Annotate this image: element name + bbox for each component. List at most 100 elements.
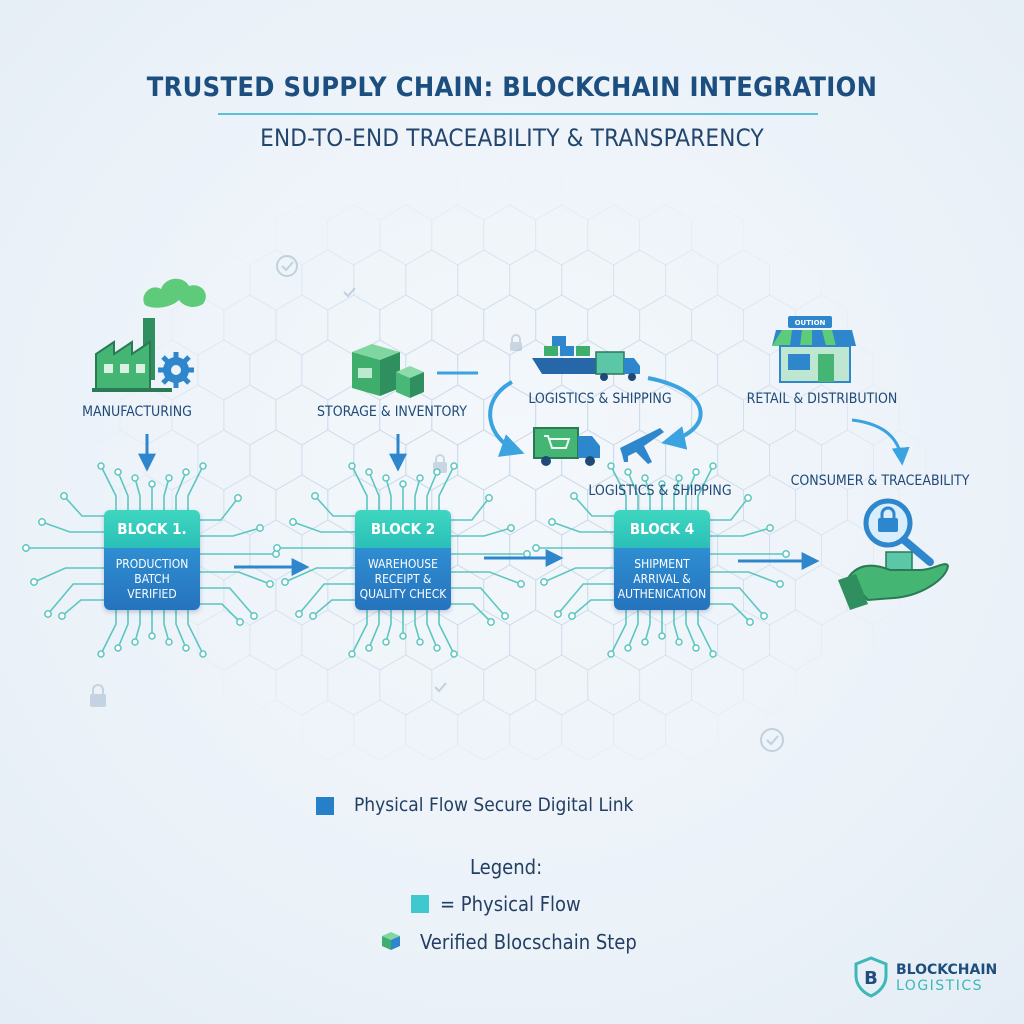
circuit-trace — [543, 567, 614, 583]
hex-cell — [197, 609, 251, 671]
circuit-trace — [385, 477, 392, 510]
circuit-trace — [426, 471, 438, 510]
circuit-trace — [117, 471, 129, 510]
block-title: BLOCK 4 — [614, 510, 710, 548]
circuit-node — [433, 644, 441, 652]
check-icon — [760, 728, 784, 752]
hex-cell — [691, 654, 744, 716]
circuit-node — [416, 638, 424, 646]
hex-cell — [717, 609, 770, 671]
circuit-trace — [163, 477, 170, 510]
circuit-node — [485, 494, 493, 502]
block-description: WAREHOUSE RECEIPT & QUALITY CHECK — [355, 548, 451, 610]
circuit-trace — [351, 465, 368, 510]
circuit-node — [607, 650, 615, 658]
circuit-trace — [175, 471, 187, 510]
block-description: PRODUCTION BATCH VERIFIED — [104, 548, 200, 610]
circuit-node — [692, 644, 700, 652]
circuit-node — [165, 638, 173, 646]
retail-arrow — [851, 418, 910, 466]
hex-cell — [717, 249, 770, 311]
hex-cell — [639, 204, 693, 266]
circuit-trace — [41, 521, 104, 533]
stage-label-retail: RETAIL & DISTRIBUTION — [746, 391, 898, 407]
hex-cell — [743, 654, 796, 716]
circuit-trace — [673, 477, 680, 510]
title-divider — [218, 113, 818, 115]
circuit-trace — [451, 497, 490, 521]
hex-cell — [769, 249, 822, 311]
circuit-node — [399, 632, 407, 640]
circuit-node — [709, 462, 717, 470]
circuit-node — [507, 524, 515, 532]
hex-cell — [483, 654, 537, 716]
circuit-node — [641, 474, 649, 482]
circuit-node — [58, 612, 66, 620]
circuit-node — [311, 492, 319, 500]
circuit-node — [570, 492, 578, 500]
circuit-node — [131, 638, 139, 646]
circuit-node — [548, 518, 556, 526]
circuit-trace — [187, 465, 204, 510]
circuit-node — [114, 644, 122, 652]
circuit-node — [554, 610, 562, 618]
circuit-node — [250, 612, 258, 620]
circuit-trace — [685, 610, 697, 649]
legend-swatch-blue — [316, 797, 334, 815]
circuit-node — [131, 474, 139, 482]
circuit-node — [658, 632, 666, 640]
warehouse-icon — [352, 344, 424, 398]
circuit-node — [624, 468, 632, 476]
circuit-node — [256, 524, 264, 532]
legend-item-physical-flow: = Physical Flow — [440, 892, 581, 916]
circuit-trace — [644, 610, 651, 643]
hex-cell — [249, 249, 303, 311]
circuit-trace — [385, 610, 392, 643]
circuit-node — [148, 480, 156, 488]
circuit-trace — [47, 583, 104, 615]
circuit-node — [199, 650, 207, 658]
circuit-trace — [414, 477, 421, 510]
lock-icon — [90, 684, 106, 707]
circuit-trace — [187, 610, 204, 655]
hex-cell — [535, 204, 589, 266]
hex-cell — [717, 519, 770, 581]
hex-cell — [197, 339, 251, 401]
circuit-node — [60, 492, 68, 500]
brand-subname: LOGISTICS — [896, 978, 984, 994]
block-2: BLOCK 2 WAREHOUSE RECEIPT & QUALITY CHEC… — [355, 510, 451, 610]
circuit-node — [182, 644, 190, 652]
hex-cell — [821, 609, 874, 671]
circuit-node — [273, 544, 281, 552]
circuit-trace — [438, 610, 455, 655]
circuit-trace — [61, 599, 104, 617]
block-4: BLOCK 4 SHIPMENT ARRIVAL & AUTHENICATION — [614, 510, 710, 610]
circuit-node — [295, 610, 303, 618]
circuit-node — [782, 550, 790, 558]
hex-cell — [327, 204, 381, 266]
hex-cell — [769, 609, 822, 671]
check-icon — [343, 287, 356, 298]
circuit-node — [234, 494, 242, 502]
shield-icon: B — [854, 956, 888, 998]
circuit-node — [607, 462, 615, 470]
hex-cell — [769, 429, 822, 491]
circuit-node — [523, 550, 531, 558]
delivery-truck-icon — [533, 427, 600, 466]
consumer-hand-icon — [838, 498, 950, 610]
hex-cell — [223, 294, 277, 356]
hex-cell — [249, 609, 303, 671]
circuit-trace — [644, 477, 651, 510]
hex-cell — [509, 699, 563, 761]
circuit-node — [348, 650, 356, 658]
circuit-trace — [610, 610, 627, 655]
circuit-node — [709, 650, 717, 658]
circuit-node — [776, 580, 784, 588]
hex-grid — [93, 159, 926, 761]
hex-cell — [223, 654, 277, 716]
circuit-trace — [314, 495, 355, 517]
circuit-trace — [414, 610, 421, 643]
circuit-node — [309, 612, 317, 620]
circuit-trace — [63, 495, 104, 517]
